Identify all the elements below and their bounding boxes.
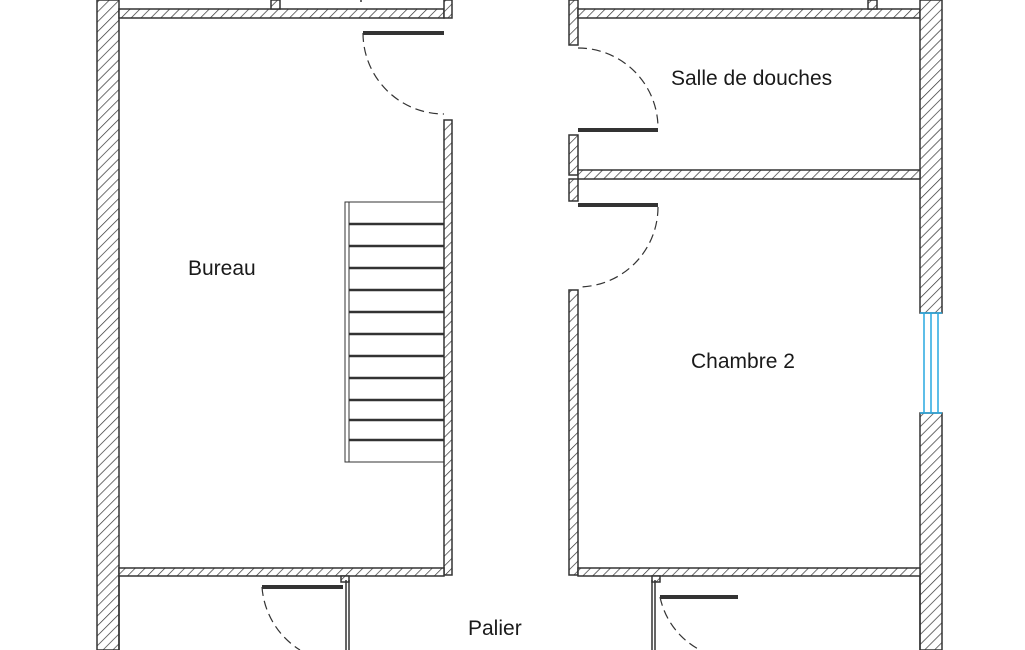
- door-palier-left: [261, 585, 343, 650]
- wall-right-block-left-top: [568, 0, 579, 46]
- door-chambre-2: [577, 203, 659, 288]
- walls: [96, 0, 943, 650]
- wall-douches-left-lower: [568, 134, 579, 176]
- wall-top-stub-2: [443, 0, 453, 19]
- wall-bureau-bottom: [118, 567, 445, 577]
- wall-right-outer-top: [919, 0, 943, 314]
- wall-top-stub-3: [867, 0, 878, 10]
- doors: [261, 31, 738, 650]
- wall-palier-stub-left: [340, 575, 350, 583]
- room-label-palier: Palier: [468, 617, 522, 640]
- wall-bureau-right: [443, 119, 453, 576]
- wall-left-outer: [96, 0, 120, 650]
- wall-chambre-bottom: [577, 567, 921, 577]
- door-salle-de-douches: [577, 47, 659, 132]
- room-label-salle-de-douches: Salle de douches: [671, 67, 833, 90]
- room-label-bureau: Bureau: [188, 257, 256, 280]
- staircase: [344, 201, 445, 463]
- wall-chambre-left-lower: [568, 289, 579, 576]
- wall-palier-stub-right: [651, 575, 661, 583]
- room-label-chambre-2: Chambre 2: [691, 350, 795, 373]
- wall-top-stub-1: [270, 0, 281, 10]
- wall-chambre-left-upper: [568, 178, 579, 202]
- window: [920, 312, 942, 414]
- wall-right-outer-bottom: [919, 412, 943, 650]
- wall-douches-bottom: [577, 169, 921, 180]
- wall-right-top: [577, 8, 921, 19]
- door-bureau: [362, 31, 445, 115]
- partitions: [118, 0, 921, 650]
- door-palier-right: [659, 595, 738, 650]
- wall-left-top: [118, 8, 445, 19]
